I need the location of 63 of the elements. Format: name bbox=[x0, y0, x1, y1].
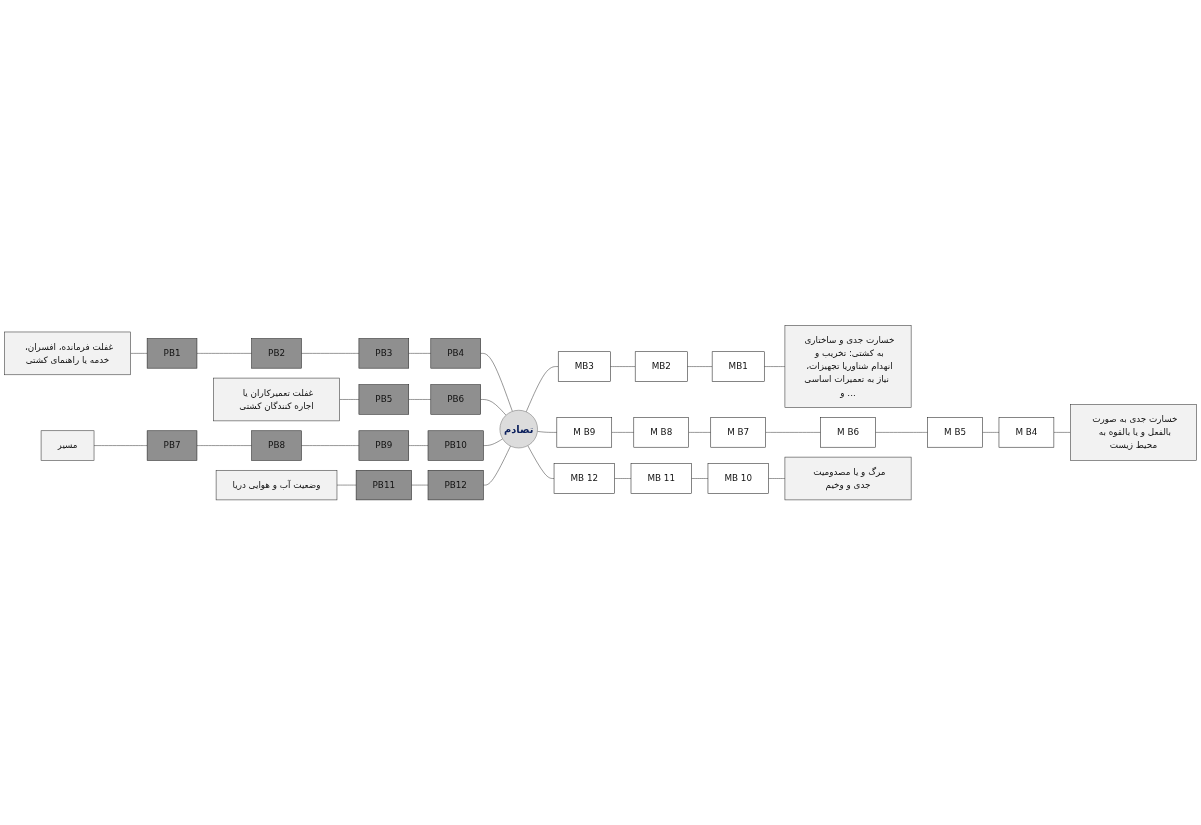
node-box: M B9 bbox=[556, 417, 612, 448]
node-box: PB11 bbox=[355, 469, 412, 501]
node-box: مرگ و یا مصدومیت جدی و وخیم bbox=[784, 456, 912, 501]
connector bbox=[196, 352, 252, 354]
connector bbox=[408, 399, 432, 400]
node-box: MB 10 bbox=[707, 463, 769, 494]
connector bbox=[336, 484, 357, 486]
node-box: PB12 bbox=[427, 469, 484, 501]
node-box: M B6 bbox=[820, 417, 876, 448]
node-box: PB7 bbox=[146, 430, 198, 461]
node-box: MB 11 bbox=[630, 463, 692, 494]
connector bbox=[688, 431, 712, 433]
connector bbox=[525, 366, 559, 412]
connector bbox=[982, 431, 1000, 433]
node-box: M B7 bbox=[710, 417, 766, 448]
connector bbox=[480, 399, 507, 416]
connector bbox=[301, 352, 360, 354]
node-box: MB1 bbox=[711, 351, 765, 382]
node-box: خسارت جدی و ساختاری به کشتی: تخریب و انهدام شناوریا تجهیزات، نیاز به تعمیرات اساسی و ... bbox=[784, 324, 912, 408]
connector bbox=[93, 445, 148, 446]
connector bbox=[875, 431, 928, 433]
connector bbox=[687, 366, 713, 367]
node-box: PB6 bbox=[430, 384, 481, 415]
node-box: M B4 bbox=[998, 417, 1055, 448]
node-box: غفلت تعمیرکاران یا اجاره کنندگان کشتی bbox=[213, 377, 340, 421]
node-box: PB10 bbox=[427, 430, 484, 461]
node-box: PB5 bbox=[358, 384, 409, 415]
connector bbox=[411, 484, 429, 486]
node-box: مسیر bbox=[40, 430, 95, 461]
connector bbox=[483, 438, 503, 446]
connector bbox=[408, 352, 432, 354]
node-circle: تصادم bbox=[499, 409, 538, 449]
connector bbox=[339, 399, 360, 400]
connector bbox=[765, 431, 821, 433]
node-box: PB2 bbox=[251, 338, 302, 369]
connector bbox=[764, 366, 786, 367]
connector bbox=[537, 430, 558, 433]
connector bbox=[130, 352, 148, 354]
node-box: M B5 bbox=[927, 417, 983, 448]
connector bbox=[480, 352, 513, 412]
node-box: MB 12 bbox=[553, 463, 615, 494]
connector bbox=[614, 478, 632, 479]
connector bbox=[610, 366, 636, 367]
connector bbox=[527, 445, 555, 479]
node-box: PB8 bbox=[251, 430, 302, 461]
connector bbox=[408, 445, 429, 446]
connector bbox=[691, 478, 709, 479]
node-box: MB3 bbox=[557, 351, 611, 382]
node-box: MB2 bbox=[634, 351, 688, 382]
node-box: غفلت فرمانده، افسران، خدمه یا راهنمای کشتی bbox=[4, 331, 131, 375]
connector bbox=[768, 478, 786, 479]
node-box: خسارت جدی به صورت بالفعل و یا بالقوه به محیط زیست bbox=[1070, 404, 1197, 461]
node-box: PB4 bbox=[430, 338, 481, 369]
connector bbox=[611, 431, 635, 433]
node-box: وضعیت آب و هوایی دریا bbox=[215, 469, 338, 501]
connector bbox=[196, 445, 252, 446]
connector bbox=[483, 445, 511, 486]
node-box: PB1 bbox=[146, 338, 198, 369]
connector bbox=[1053, 431, 1071, 433]
connector bbox=[301, 445, 360, 446]
node-box: M B8 bbox=[633, 417, 689, 448]
node-box: PB9 bbox=[358, 430, 409, 461]
node-box: PB3 bbox=[358, 338, 409, 369]
